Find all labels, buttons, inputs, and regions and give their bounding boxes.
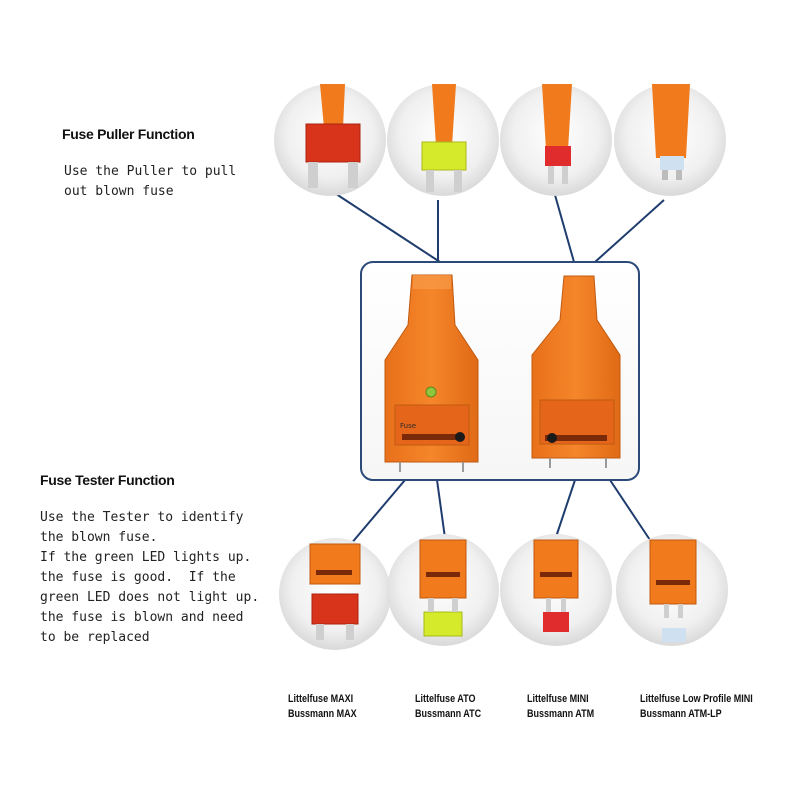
fuse-type-caption: Littelfuse MAXI Bussmann MAX bbox=[288, 692, 357, 722]
fuse-type-line1: Littelfuse MINI bbox=[527, 693, 589, 705]
puller-description-line: Use the Puller to pull bbox=[64, 164, 237, 179]
puller-bubble-ato bbox=[387, 84, 499, 196]
puller-description: Use the Puller to pull out blown fuse bbox=[64, 162, 236, 202]
connector-line bbox=[349, 479, 406, 546]
connector-line bbox=[609, 479, 651, 541]
fuse-type-caption: Littelfuse ATO Bussmann ATC bbox=[415, 692, 481, 722]
fuse-type-line1: Littelfuse MAXI bbox=[288, 693, 354, 705]
puller-bubble-mini bbox=[500, 84, 612, 196]
tester-description-line: to be replaced bbox=[40, 630, 150, 645]
puller-bubble-low-profile bbox=[614, 84, 726, 196]
tester-bubble-ato bbox=[387, 534, 499, 646]
fuse-type-line2: Bussmann ATC bbox=[415, 708, 482, 720]
connector-line bbox=[554, 194, 575, 263]
tester-description-line: If the green LED lights up. bbox=[40, 550, 252, 565]
puller-heading: Fuse Puller Function bbox=[62, 126, 195, 142]
tool-label: Fuse bbox=[400, 422, 416, 430]
green-led-icon bbox=[425, 386, 437, 398]
tester-description-line: the blown fuse. bbox=[40, 530, 158, 545]
fuse-type-line1: Littelfuse ATO bbox=[415, 693, 476, 705]
connector-lines-top bbox=[329, 189, 665, 263]
puller-description-line: out blown fuse bbox=[64, 184, 174, 199]
tester-bubble-maxi bbox=[279, 538, 391, 650]
connector-line bbox=[329, 189, 441, 263]
connector-line bbox=[594, 199, 665, 263]
connector-lines-bottom bbox=[349, 479, 651, 546]
tester-description-line: the fuse is good. If the bbox=[40, 570, 236, 585]
fuse-type-caption: Littelfuse Low Profile MINI Bussmann ATM… bbox=[640, 692, 753, 722]
fuse-type-line2: Bussmann ATM bbox=[527, 708, 595, 720]
tester-bubble-low-profile bbox=[616, 534, 728, 646]
fuse-type-line1: Littelfuse Low Profile MINI bbox=[640, 693, 753, 705]
tester-bubble-mini bbox=[500, 534, 612, 646]
fuse-type-caption: Littelfuse MINI Bussmann ATM bbox=[527, 692, 594, 722]
tester-description: Use the Tester to identify the blown fus… bbox=[40, 508, 259, 648]
tester-description-line: the fuse is blown and need bbox=[40, 610, 244, 625]
tester-tool-plain bbox=[531, 275, 621, 468]
fuse-type-line2: Bussmann MAX bbox=[288, 708, 357, 720]
connector-line bbox=[554, 479, 576, 541]
tester-description-line: Use the Tester to identify bbox=[40, 510, 244, 525]
tester-tool-led: Fuse bbox=[384, 274, 479, 472]
connector-line bbox=[436, 479, 446, 539]
tester-heading: Fuse Tester Function bbox=[40, 472, 175, 488]
puller-bubble-maxi bbox=[274, 84, 386, 196]
fuse-type-line2: Bussmann ATM-LP bbox=[640, 708, 722, 720]
tester-description-line: green LED does not light up. bbox=[40, 590, 260, 605]
